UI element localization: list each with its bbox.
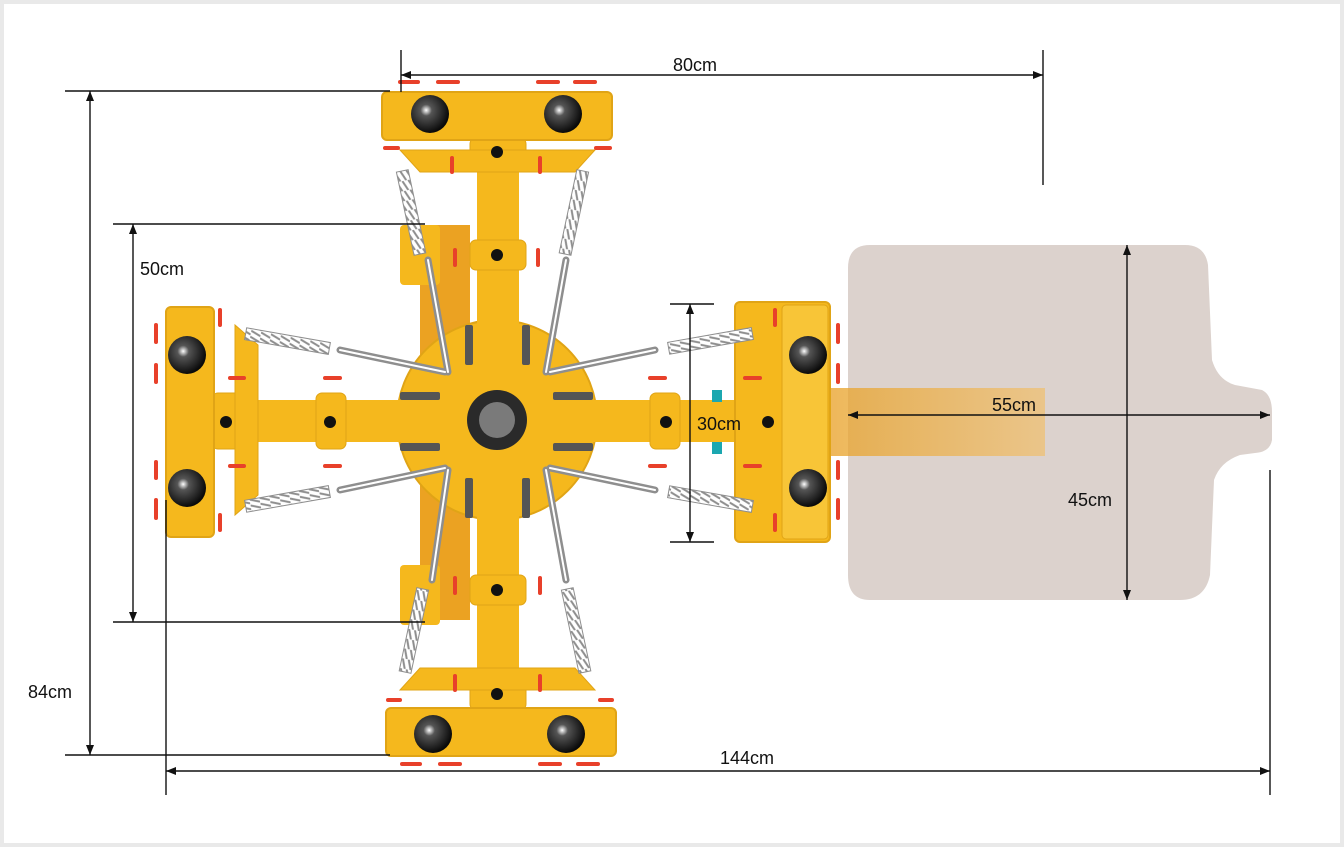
knob-right-bottom bbox=[789, 469, 827, 507]
bracket-left bbox=[234, 323, 259, 517]
spring-bottom-left bbox=[398, 587, 430, 674]
spring-left-top bbox=[244, 327, 331, 355]
spring-left-bottom bbox=[244, 485, 331, 513]
hub-slots bbox=[400, 325, 593, 518]
dim-label-board-height: 45cm bbox=[1068, 490, 1112, 510]
spring-top-left bbox=[395, 169, 427, 256]
bracket-bottom bbox=[398, 667, 597, 691]
rod-highlights bbox=[339, 259, 656, 581]
dimension-arrows bbox=[86, 71, 1270, 775]
knob-bottom-left bbox=[414, 715, 452, 753]
dim-label-board-length: 55cm bbox=[992, 395, 1036, 415]
platen-shaft bbox=[825, 388, 1045, 456]
dimension-lines bbox=[65, 50, 1271, 795]
clamp-screws bbox=[154, 80, 840, 766]
spring-right-top bbox=[667, 327, 754, 355]
spacer-bottom bbox=[712, 442, 722, 454]
platen-board bbox=[848, 245, 1272, 600]
spring-right-bottom bbox=[667, 485, 754, 513]
dim-label-total-height: 84cm bbox=[28, 682, 72, 702]
knob-right-top bbox=[789, 336, 827, 374]
central-hub-core bbox=[479, 402, 515, 438]
knob-bottom-right bbox=[547, 715, 585, 753]
bracket-top bbox=[398, 149, 597, 173]
pivot-bolts bbox=[220, 146, 774, 700]
dim-label-clamp-height: 30cm bbox=[697, 414, 741, 434]
dim-label-total-length: 144cm bbox=[720, 748, 774, 768]
spring-top-right bbox=[558, 169, 590, 256]
knob-top-left bbox=[411, 95, 449, 133]
knob-top-right bbox=[544, 95, 582, 133]
dim-label-arm-span: 50cm bbox=[140, 259, 184, 279]
spring-bottom-right bbox=[560, 587, 592, 674]
spacer-top bbox=[712, 390, 722, 402]
knob-left-bottom bbox=[168, 469, 206, 507]
knob-left-top bbox=[168, 336, 206, 374]
dim-label-top-width: 80cm bbox=[673, 55, 717, 75]
